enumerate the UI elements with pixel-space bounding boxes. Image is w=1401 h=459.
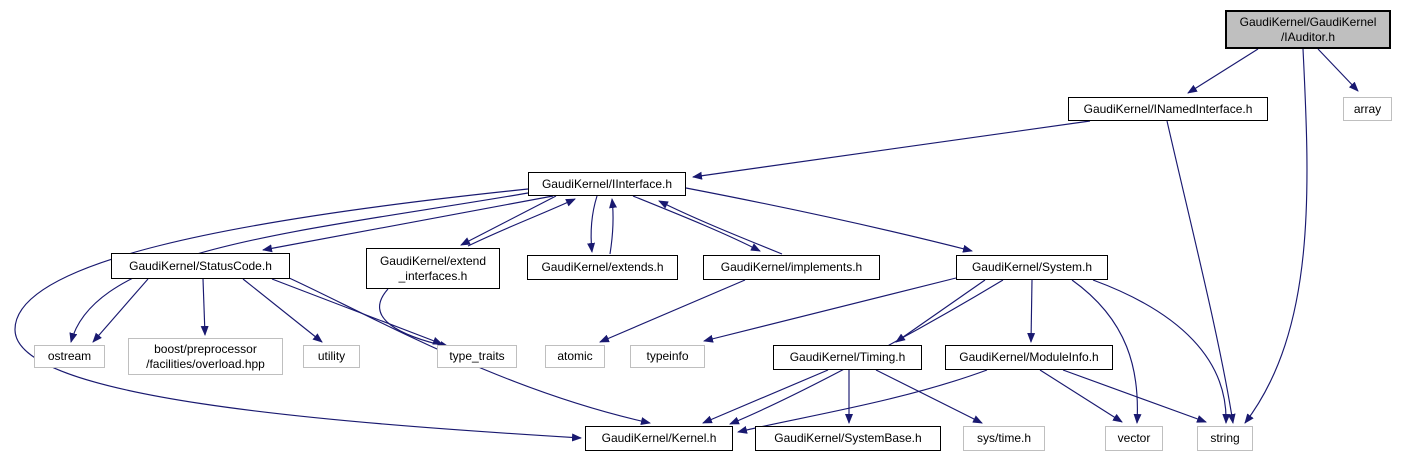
graph-node-label: GaudiKernel/Kernel.h bbox=[601, 431, 717, 445]
graph-node-label: ostream bbox=[47, 349, 92, 363]
graph-node-label: GaudiKernel/extend _interfaces.h bbox=[379, 253, 487, 283]
edge-iauditor-to-array bbox=[1317, 48, 1359, 92]
edge-iinterface-to-ostream bbox=[69, 192, 529, 343]
graph-node-label: GaudiKernel/implements.h bbox=[720, 260, 863, 274]
edge-iauditor-to-string bbox=[1244, 48, 1308, 424]
graph-node-label: GaudiKernel/extends.h bbox=[541, 260, 664, 274]
graph-node-utility: utility bbox=[303, 345, 360, 368]
graph-node-ostream: ostream bbox=[34, 345, 105, 368]
graph-node-label: string bbox=[1210, 431, 1240, 445]
graph-node-label: type_traits bbox=[449, 349, 505, 363]
graph-node-typetraits: type_traits bbox=[437, 345, 517, 368]
graph-node-label: atomic bbox=[557, 349, 593, 363]
edge-timing-to-systime bbox=[875, 369, 983, 424]
graph-node-label: typeinfo bbox=[646, 349, 689, 363]
graph-node-label: GaudiKernel/GaudiKernel /IAuditor.h bbox=[1239, 14, 1377, 44]
graph-node-systembase[interactable]: GaudiKernel/SystemBase.h bbox=[755, 426, 941, 451]
graph-node-moduleinfo[interactable]: GaudiKernel/ModuleInfo.h bbox=[945, 345, 1113, 370]
graph-node-label: sys/time.h bbox=[976, 431, 1031, 445]
graph-node-label: GaudiKernel/IInterface.h bbox=[541, 176, 673, 191]
edge-iinterface-to-extendint bbox=[460, 195, 557, 246]
edge-implements-to-iinterface bbox=[658, 200, 783, 255]
edge-iauditor-to-inamed bbox=[1187, 48, 1259, 94]
graph-node-inamed[interactable]: GaudiKernel/INamedInterface.h bbox=[1068, 97, 1268, 121]
edge-statuscode-to-utility bbox=[242, 278, 323, 343]
graph-node-timing[interactable]: GaudiKernel/Timing.h bbox=[773, 345, 922, 370]
edge-implements-to-atomic bbox=[599, 279, 746, 343]
edge-inamed-to-iinterface bbox=[692, 120, 1091, 180]
graph-node-implements[interactable]: GaudiKernel/implements.h bbox=[703, 255, 880, 280]
edge-system-to-timing bbox=[895, 279, 986, 343]
edge-iinterface-to-statuscode bbox=[262, 195, 554, 253]
graph-node-string: string bbox=[1197, 426, 1253, 451]
graph-node-label: GaudiKernel/ModuleInfo.h bbox=[959, 350, 1099, 364]
edge-extendint-to-typetraits bbox=[379, 288, 450, 349]
graph-node-statuscode[interactable]: GaudiKernel/StatusCode.h bbox=[111, 253, 290, 279]
edge-inamed-to-string bbox=[1166, 120, 1236, 424]
graph-node-label: array bbox=[1353, 101, 1382, 116]
edge-system-to-string bbox=[1092, 279, 1231, 424]
graph-node-vector: vector bbox=[1105, 426, 1163, 451]
edge-system-to-moduleinfo bbox=[1027, 279, 1036, 343]
graph-node-atomic: atomic bbox=[545, 345, 605, 368]
edge-statuscode-to-boost bbox=[200, 278, 209, 336]
graph-node-label: boost/preprocessor /facilities/overload.… bbox=[146, 341, 265, 371]
graph-node-label: GaudiKernel/SystemBase.h bbox=[774, 431, 922, 445]
graph-node-label: GaudiKernel/System.h bbox=[971, 260, 1093, 274]
edge-iinterface-to-kernel bbox=[14, 188, 582, 442]
edge-statuscode-to-ostream bbox=[92, 278, 149, 343]
graph-node-boost: boost/preprocessor /facilities/overload.… bbox=[128, 338, 283, 375]
graph-node-systime: sys/time.h bbox=[963, 426, 1045, 451]
graph-node-iinterface[interactable]: GaudiKernel/IInterface.h bbox=[528, 172, 686, 196]
edge-moduleinfo-to-vector bbox=[1039, 369, 1123, 423]
graph-node-label: GaudiKernel/Timing.h bbox=[789, 350, 906, 364]
graph-node-kernel[interactable]: GaudiKernel/Kernel.h bbox=[585, 426, 733, 451]
graph-node-label: GaudiKernel/INamedInterface.h bbox=[1083, 101, 1253, 116]
edge-iinterface-to-implements bbox=[632, 195, 761, 252]
edge-moduleinfo-to-kernel bbox=[737, 369, 988, 434]
edge-extends-to-iinterface bbox=[609, 198, 618, 255]
graph-node-label: GaudiKernel/StatusCode.h bbox=[129, 258, 272, 273]
graph-node-extendint[interactable]: GaudiKernel/extend _interfaces.h bbox=[366, 248, 500, 289]
edge-system-to-vector bbox=[1071, 279, 1142, 424]
edge-extendint-to-iinterface bbox=[467, 198, 576, 247]
edge-iinterface-to-extends bbox=[587, 195, 598, 253]
graph-node-label: vector bbox=[1117, 431, 1151, 445]
graph-node-label: utility bbox=[317, 349, 346, 363]
edge-timing-to-kernel bbox=[702, 369, 829, 424]
edge-iinterface-to-system bbox=[685, 187, 973, 253]
graph-node-iauditor: GaudiKernel/GaudiKernel /IAuditor.h bbox=[1225, 10, 1391, 49]
edge-system-to-typeinfo bbox=[703, 277, 957, 343]
graph-node-typeinfo: typeinfo bbox=[630, 345, 705, 368]
graph-node-system[interactable]: GaudiKernel/System.h bbox=[956, 255, 1108, 280]
graph-node-array: array bbox=[1343, 97, 1392, 121]
edge-moduleinfo-to-string bbox=[1062, 369, 1207, 423]
graph-node-extends[interactable]: GaudiKernel/extends.h bbox=[527, 255, 678, 280]
